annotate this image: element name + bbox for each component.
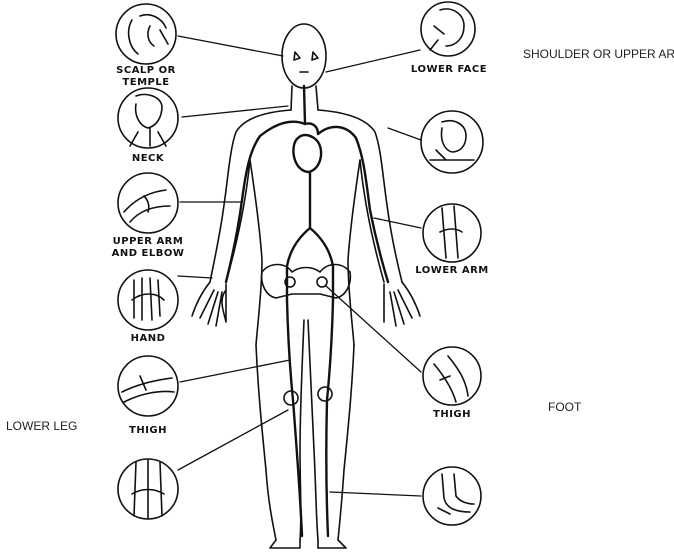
inset-lower-leg [117, 458, 179, 520]
label-thigh-left: THIGH [129, 425, 167, 436]
face [293, 51, 319, 73]
inset-thigh-left [117, 355, 179, 417]
arteries [224, 84, 390, 538]
inset-scalp [115, 3, 177, 65]
label-foot: FOOT [548, 400, 582, 414]
label-neck: NECK [131, 153, 165, 164]
inset-lower-arm [422, 203, 482, 263]
label-scalp-line2: TEMPLE [122, 77, 170, 88]
label-thigh-right: THIGH [433, 409, 471, 420]
label-upper-arm: UPPER ARM AND ELBOW [106, 236, 190, 260]
label-scalp: SCALP OR TEMPLE [106, 65, 186, 89]
inset-upper-arm [117, 172, 179, 234]
inset-foot [422, 466, 482, 526]
label-lower-leg: LOWER LEG [6, 419, 78, 433]
label-lower-face: LOWER FACE [410, 64, 488, 75]
body-outline [191, 23, 421, 549]
label-lower-arm: LOWER ARM [415, 265, 489, 276]
label-upper-arm-line1: UPPER ARM [112, 236, 184, 247]
inset-lower-face [420, 1, 476, 57]
pelvis [260, 263, 352, 299]
inset-hand [117, 269, 179, 331]
inset-shoulder [420, 110, 484, 174]
inset-neck [117, 87, 179, 149]
label-scalp-line1: SCALP OR [116, 65, 176, 76]
label-shoulder: SHOULDER OR UPPER ARM [523, 47, 674, 61]
label-upper-arm-line2: AND ELBOW [111, 248, 185, 259]
label-hand: HAND [130, 333, 166, 344]
leader-lines [177, 35, 422, 497]
inset-thigh-right [422, 346, 482, 406]
